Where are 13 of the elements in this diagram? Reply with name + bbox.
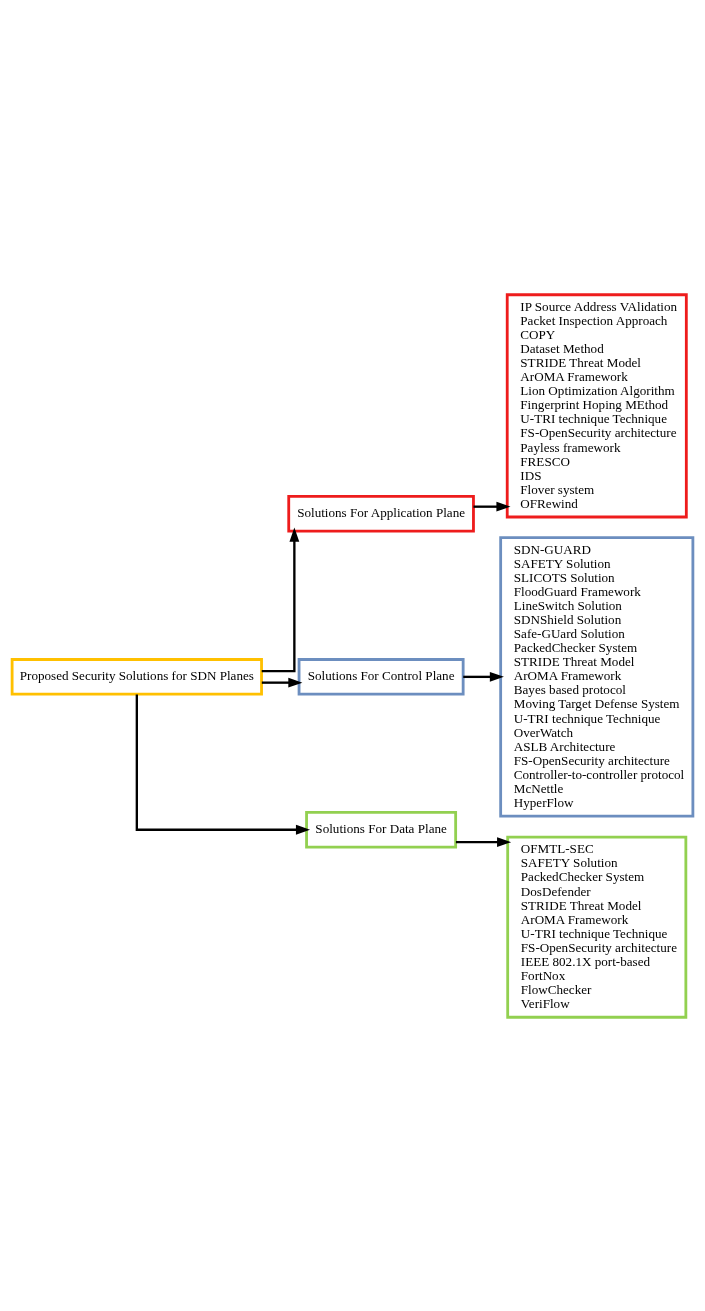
node-box: SDN-GUARD SAFETY Solution SLICOTS Solution FloodGuard Framework LineSwitch Solution SDNShield Solution Safe-GUard Solution PackedChecker System STRIDE Threat Model ArOMA Framework Bayes based protocol Moving Target Defense System U-TRI technique Technique OverWatch ASLB Architecture FS-OpenSecurity architecture Controller-to-controller protocol McNettle HyperFlow (499, 535, 695, 817)
node-box: Solutions For Control Plane (297, 657, 465, 696)
node-box: IP Source Address VAlidation Packet Inspection Approach COPY Dataset Method STRIDE Threat Model ArOMA Framework Lion Optimization Algorithm Fingerprint Hoping MEthod U-TRI technique Technique FS-OpenSecurity architecture Payless framework FRESCO IDS Flover system OFRewind (505, 292, 688, 518)
arrow (135, 693, 311, 835)
arrow (261, 527, 300, 672)
node-box: Solutions For Data Plane (305, 810, 458, 848)
node-box: Proposed Security Solutions for SDN Planes (10, 657, 263, 696)
node-box: OFMTL-SEC SAFETY Solution PackedChecker System DosDefender STRIDE Threat Model ArOMA Framework U-TRI technique Technique FS-OpenSecurity architecture IEEE 802.1X port-based FortNox FlowChecker VeriFlow (506, 835, 688, 1019)
arrow (473, 501, 511, 512)
arrow (463, 671, 504, 682)
arrow (455, 836, 512, 847)
node-box: Solutions For Application Plane (287, 494, 475, 532)
arrow (261, 677, 303, 688)
